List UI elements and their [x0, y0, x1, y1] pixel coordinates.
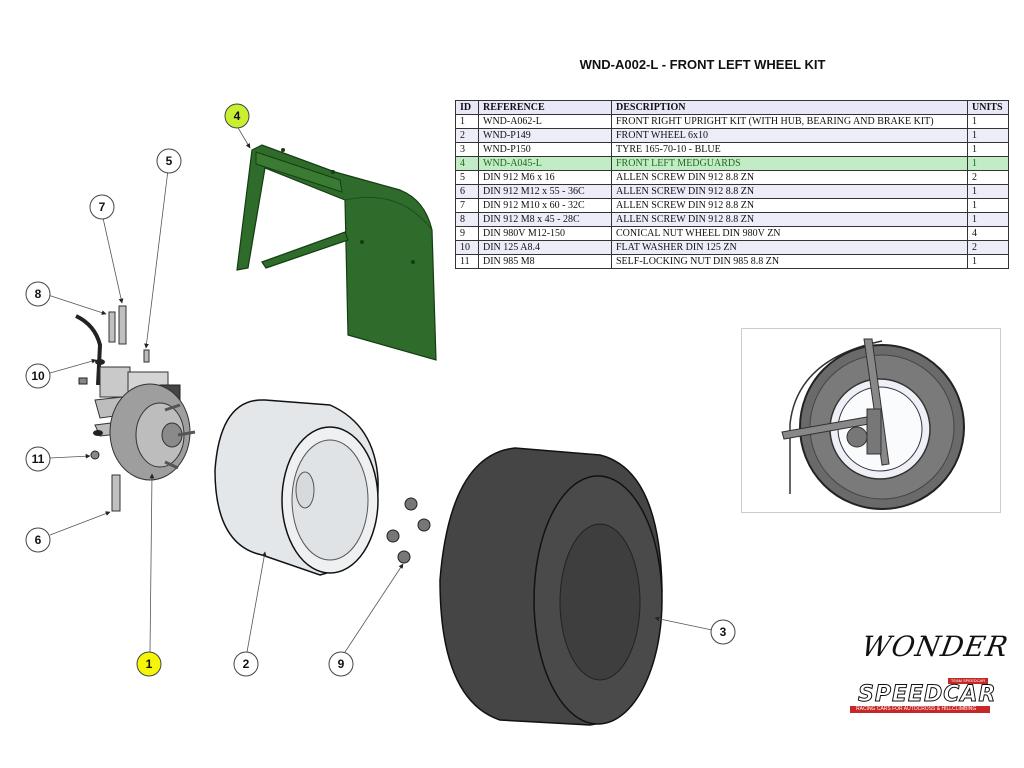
cell-reference: WND-P149 — [478, 128, 612, 143]
speedcar-logo-wordmark: SPEEDCAR — [857, 682, 997, 708]
mudguard-part — [236, 144, 437, 361]
cell-units: 1 — [967, 156, 1009, 171]
cell-description: FRONT LEFT MEDGUARDS — [611, 156, 968, 171]
svg-text:11: 11 — [32, 452, 45, 466]
callout-4: 4 — [224, 103, 250, 129]
table-header-row: ID REFERENCE DESCRIPTION UNITS — [455, 100, 1009, 115]
cell-description: ALLEN SCREW DIN 912 8.8 ZN — [611, 212, 968, 227]
svg-text:9: 9 — [338, 657, 345, 671]
callout-5: 5 — [156, 148, 182, 174]
callout-7: 7 — [89, 194, 115, 220]
page-title: WND-A002-L - FRONT LEFT WHEEL KIT — [579, 57, 826, 72]
callout-3: 3 — [710, 619, 736, 645]
cell-reference: DIN 125 A8.4 — [478, 240, 612, 255]
speedcar-logo: TEAM SPEEDCAR SPEEDCAR RACING CARS FOR A… — [838, 678, 997, 716]
tyre-part — [439, 447, 663, 726]
header-id: ID — [455, 100, 479, 115]
callout-6: 6 — [25, 527, 51, 553]
svg-text:8: 8 — [35, 287, 42, 301]
callout-10: 10 — [25, 363, 51, 389]
header-reference: REFERENCE — [478, 100, 612, 115]
cell-description: FLAT WASHER DIN 125 ZN — [611, 240, 968, 255]
leader-lines — [47, 125, 713, 653]
svg-text:10: 10 — [31, 369, 45, 383]
header-units: UNITS — [967, 100, 1009, 115]
cell-units: 1 — [967, 142, 1009, 157]
speedcar-logo-top-badge: TEAM SPEEDCAR — [948, 678, 988, 684]
speedcar-logo-tagline: RACING CARS FOR AUTOCROSS & HILLCLIMBING — [856, 706, 977, 712]
cell-id: 11 — [455, 254, 479, 269]
callout-11: 11 — [25, 446, 51, 472]
assembled-view-inset — [741, 328, 1001, 513]
svg-text:1: 1 — [146, 657, 153, 671]
cell-units: 1 — [967, 254, 1009, 269]
cell-id: 2 — [455, 128, 479, 143]
upright-hub-part — [75, 305, 196, 512]
svg-text:7: 7 — [99, 200, 106, 214]
header-description: DESCRIPTION — [611, 100, 968, 115]
svg-text:3: 3 — [720, 625, 727, 639]
cell-description: ALLEN SCREW DIN 912 8.8 ZN — [611, 184, 968, 199]
callout-8: 8 — [25, 281, 51, 307]
wheel-nuts-part — [386, 497, 431, 564]
callout-9: 9 — [328, 651, 354, 677]
wonder-logo: WONDER — [859, 630, 1012, 663]
svg-text:6: 6 — [35, 533, 42, 547]
wheel-rim-part — [214, 399, 379, 576]
cell-id: 4 — [455, 156, 479, 171]
cell-units: 1 — [967, 128, 1009, 143]
callout-2: 2 — [233, 651, 259, 677]
svg-text:4: 4 — [234, 109, 241, 123]
cell-reference: WND-A045-L — [478, 156, 612, 171]
callout-1: 1 — [136, 651, 162, 677]
assembled-wheel-illustration — [781, 338, 965, 510]
svg-text:5: 5 — [166, 154, 173, 168]
svg-text:2: 2 — [243, 657, 250, 671]
cell-reference: DIN 912 M12 x 55 - 36C — [478, 184, 612, 199]
speedcar-logo-bar — [850, 706, 990, 713]
